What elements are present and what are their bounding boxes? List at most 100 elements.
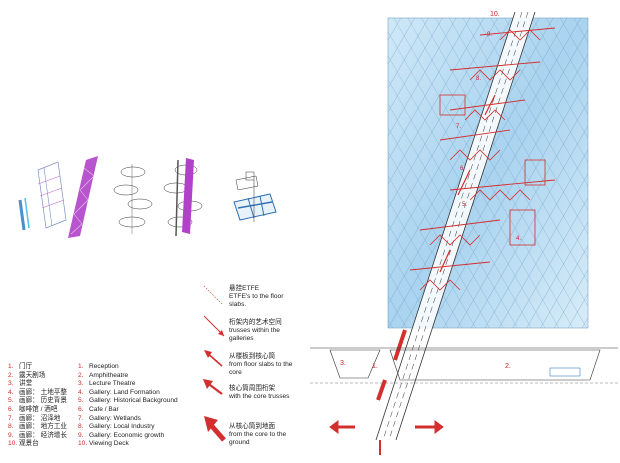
legend-row: 10.观景台 — [8, 440, 67, 449]
legend-row: 6. Cafe / Bar — [78, 406, 178, 415]
legend-row: 2. Amphitheatre — [78, 372, 178, 381]
legend-label: 画廊： 历史背景 — [19, 397, 67, 405]
legend-label: 画廊： 土地平整 — [19, 388, 67, 396]
label-gallery-land: 4. — [516, 236, 521, 242]
arrow-key-zh: 从核心筒到地面 — [229, 423, 276, 430]
model-exploded — [233, 171, 277, 222]
legend-number: 2. — [78, 371, 84, 379]
tower-section: 10. 9. 8. 7. 6. 5. 4. 3. 1. 2. — [310, 11, 618, 455]
label-reception: 1. — [372, 363, 378, 370]
label-gallery-industry: 8. — [476, 76, 481, 82]
arrow-key-zh: 从楼板到核心筒 — [229, 353, 276, 360]
legend-label: Gallery: Land Formation — [89, 388, 160, 396]
legend-label: Gallery: Historical Background — [89, 397, 178, 405]
arrow-key-glyphs — [203, 285, 226, 442]
legend-number: 3. — [8, 380, 14, 388]
legend-row: 6. 咖啡馆 / 酒吧 — [8, 406, 67, 415]
legend-label: Reception — [89, 363, 119, 370]
gallery-trusses — [419, 29, 546, 291]
legend-label: 露天剧场 — [19, 371, 46, 379]
legend-label: Viewing Deck — [89, 440, 129, 448]
load-arrows — [376, 94, 496, 401]
label-amphitheatre: 2. — [505, 363, 511, 370]
legend-label: 画廊： 地方工业 — [19, 423, 67, 431]
structural-models — [18, 156, 277, 238]
glass-facade — [387, 17, 589, 329]
model-magenta-truss — [68, 156, 98, 238]
arrow-key-zh: 悬挂ETFE — [229, 285, 260, 292]
legend-row: 1. Reception — [78, 363, 178, 372]
legend-number: 7. — [78, 414, 84, 422]
ground-section — [310, 347, 618, 384]
model-floor-slabs — [113, 164, 153, 234]
arrow-key-en: trusses within the galleries — [229, 327, 280, 343]
model-slabs-truss — [163, 158, 203, 237]
legend-row: 4. Gallery: Land Formation — [78, 389, 178, 398]
label-gallery-history: 5. — [462, 202, 467, 208]
legend-label: Gallery: Economic growth — [89, 431, 165, 439]
floor-slabs — [409, 27, 556, 271]
legend-label: Cafe / Bar — [89, 405, 119, 413]
legend-number: 9. — [8, 431, 14, 439]
label-lecture-theatre: 3. — [340, 360, 346, 367]
legend-label: 观景台 — [19, 440, 39, 448]
legend-number: 8. — [8, 423, 14, 431]
legend-number: 1. — [8, 363, 14, 370]
legend-row: 1. 门厅 — [8, 363, 67, 372]
arrow-key-en: from the core to the ground — [229, 431, 287, 447]
legend-number: 4. — [78, 388, 84, 396]
legend-number: 6. — [8, 405, 14, 413]
legend-label: 画廊： 沼泽地 — [19, 414, 61, 422]
legend-row: 3. Lecture Theatre — [78, 380, 178, 389]
legend-number: 5. — [8, 397, 14, 405]
legend-number: 8. — [78, 423, 84, 431]
label-gallery-economic: 9. — [487, 32, 492, 38]
label-gallery-wetlands: 7. — [456, 124, 461, 130]
arrow-key-en: from floor slabs to the core — [229, 361, 293, 377]
ground-arrows — [329, 420, 444, 455]
legend-label: Gallery: Wetlands — [89, 414, 141, 422]
legend-label: Amphitheatre — [89, 371, 129, 379]
model-frame — [18, 161, 67, 231]
legend-row: 3. 讲堂 — [8, 380, 67, 389]
legend-label: 画廊： 经济增长 — [19, 431, 67, 439]
legend-number: 1. — [78, 363, 84, 370]
legend-row: 4. 画廊： 土地平整 — [8, 389, 67, 398]
legend-number: 10. — [8, 440, 18, 448]
legend-row: 8. Gallery: Local Industry — [78, 423, 178, 432]
arrow-key-en: with the core trusses — [229, 393, 290, 401]
legend-number: 5. — [78, 397, 84, 405]
legend-number: 9. — [78, 431, 84, 439]
legend-number: 3. — [78, 380, 84, 388]
legend-label: 门厅 — [19, 363, 33, 370]
legend-row: 5. 画廊： 历史背景 — [8, 397, 67, 406]
arrow-key-zh: 桁架内的艺术空间 — [229, 319, 282, 326]
legend-label: Lecture Theatre — [89, 380, 136, 388]
label-viewing-deck: 10. — [490, 11, 500, 18]
legend-number: 6. — [78, 405, 84, 413]
arrow-key-zh: 核心筒周围桁架 — [229, 385, 276, 392]
legend-label: 咖啡馆 / 酒吧 — [19, 405, 58, 413]
arrow-dashed-icon — [203, 285, 223, 305]
legend-label: Gallery: Local Industry — [89, 423, 155, 431]
legend-english: 1. Reception 2. Amphitheatre 3. Lecture Theat… — [78, 363, 178, 449]
arrow-key-en: ETFE's to the floor slabs. — [229, 293, 284, 309]
legend-number: 7. — [8, 414, 14, 422]
legend-row: 7. Gallery: Wetlands — [78, 415, 178, 424]
legend-row: 9. 画廊： 经济增长 — [8, 432, 67, 441]
legend-row: 2.露天剧场 — [8, 372, 67, 381]
legend-row: 7. 画廊： 沼泽地 — [8, 415, 67, 424]
legend-row: 10.Viewing Deck — [78, 440, 178, 449]
legend-row: 5. Gallery: Historical Background — [78, 397, 178, 406]
legend-row: 9. Gallery: Economic growth — [78, 432, 178, 441]
legend-number: 10. — [78, 440, 88, 448]
legend-number: 4. — [8, 388, 14, 396]
legend-label: 讲堂 — [19, 380, 33, 388]
label-cafe-bar: 6. — [460, 166, 465, 172]
